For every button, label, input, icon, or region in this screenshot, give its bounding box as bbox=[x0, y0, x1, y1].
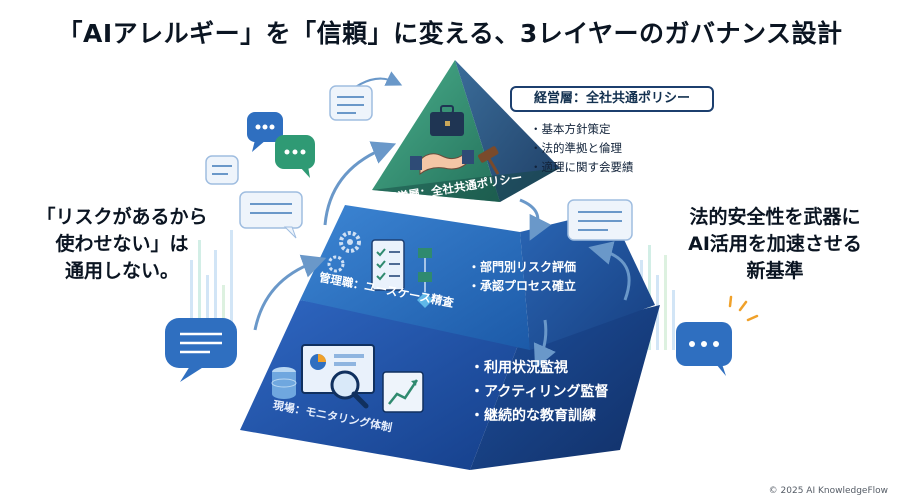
chat-bubble-icon bbox=[247, 112, 283, 152]
bullet-item: 継続的な教育訓練 bbox=[470, 404, 608, 428]
cycle-arrow-right-upper bbox=[519, 198, 552, 241]
right-message-line: 法的安全性を武器に bbox=[689, 206, 861, 228]
chat-bubble-icon bbox=[329, 85, 373, 121]
bullet-item: 承認プロセス確立 bbox=[468, 277, 576, 296]
cycle-arrow-right-lower bbox=[533, 319, 556, 369]
gear-icon bbox=[327, 231, 361, 273]
flowchart-icon bbox=[417, 248, 433, 308]
chat-bubble-icon bbox=[567, 199, 633, 241]
right-message: 法的安全性を武器に AI活用を加速させる 新基準 bbox=[670, 204, 880, 285]
bullet-item: 部門別リスク評価 bbox=[468, 258, 576, 277]
gavel-icon bbox=[478, 146, 500, 175]
briefcase-icon bbox=[430, 105, 464, 136]
bullet-item: 利用状況監視 bbox=[470, 356, 608, 380]
chat-bubble-icon bbox=[676, 322, 732, 376]
right-message-line: AI活用を加速させる bbox=[688, 233, 862, 255]
accent-sparkle bbox=[728, 295, 759, 322]
middle-tier-right-face bbox=[520, 210, 655, 350]
cycle-arrow-right-outer bbox=[588, 241, 631, 301]
bullet-item: 適理に関す会要績 bbox=[530, 158, 634, 177]
right-message-line: 新基準 bbox=[746, 260, 804, 282]
cycle-arrow-left-upper bbox=[323, 141, 397, 226]
left-message-line: 使わせない」は bbox=[55, 233, 189, 255]
left-message-line: 通用しない。 bbox=[64, 260, 179, 282]
left-message: 「リスクがあるから 使わせない」は 通用しない。 bbox=[22, 204, 222, 285]
handshake-icon bbox=[410, 150, 474, 176]
page-title: 「AIアレルギー」を「信頼」に変える、3レイヤーのガバナンス設計 bbox=[57, 19, 843, 48]
top-tier-bullets: 基本方針策定 法的準拠と倫理 適理に関す会要績 bbox=[530, 120, 634, 177]
chat-bubble-icon bbox=[165, 318, 237, 382]
top-tier-base bbox=[372, 168, 560, 202]
database-icon bbox=[271, 367, 297, 399]
bottom-tier-left-face bbox=[240, 300, 520, 470]
bullet-item: アクティリング監督 bbox=[470, 380, 608, 404]
bullet-item: 基本方針策定 bbox=[530, 120, 634, 139]
top-tier-callout: 経営層：全社共通ポリシー bbox=[510, 86, 714, 112]
copyright-footer: © 2025 AI KnowledgeFlow bbox=[768, 486, 888, 496]
middle-tier-bullets: 部門別リスク評価 承認プロセス確立 bbox=[468, 258, 576, 296]
magnifier-icon bbox=[330, 370, 369, 409]
checklist-icon bbox=[371, 239, 405, 291]
bullet-item: 法的準拠と倫理 bbox=[530, 139, 634, 158]
chat-bubble-icon bbox=[275, 135, 315, 178]
chat-bubble-icon bbox=[205, 155, 239, 185]
cycle-arrow-left-lower bbox=[253, 254, 327, 331]
bottom-tier-bullets: 利用状況監視 アクティリング監督 継続的な教育訓練 bbox=[470, 356, 608, 428]
chat-bubble-icon bbox=[239, 191, 303, 239]
left-message-line: 「リスクがあるから bbox=[36, 206, 208, 228]
line-chart-icon bbox=[382, 371, 424, 413]
